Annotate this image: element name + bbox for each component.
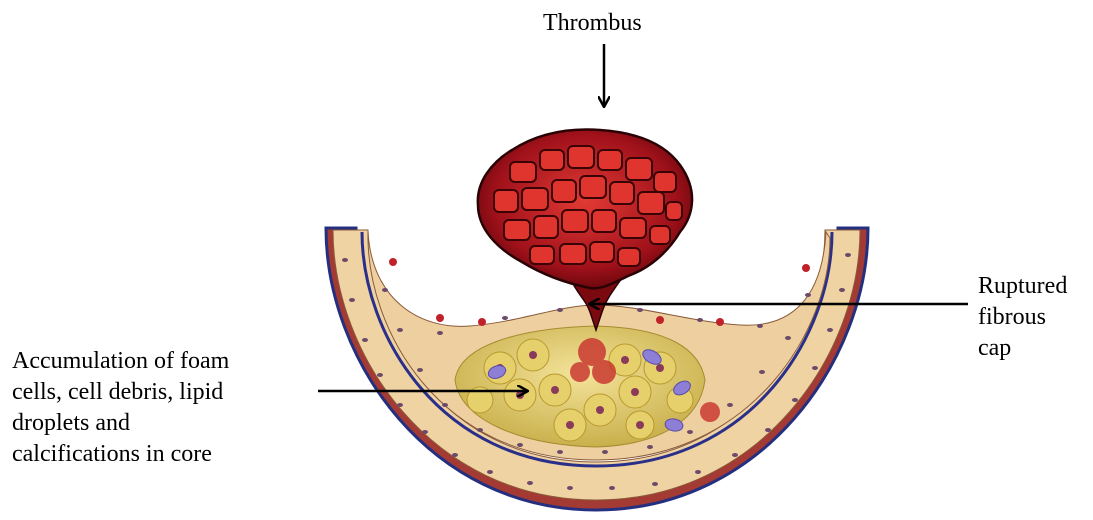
core-label-line: Accumulation of foam: [12, 346, 312, 377]
thrombus-label: Thrombus: [543, 8, 642, 39]
core-accumulation-label: Accumulation of foam cells, cell debris,…: [12, 346, 312, 470]
rupture-label-line: fibrous: [978, 302, 1093, 333]
core-label-line: calcifications in core: [12, 439, 312, 470]
rupture-label-line: cap: [978, 333, 1093, 364]
ruptured-fibrous-cap-label: Ruptured fibrous cap: [978, 271, 1093, 364]
core-label-line: cells, cell debris, lipid: [12, 377, 312, 408]
rupture-label-line: Ruptured: [978, 271, 1093, 302]
core-label-line: droplets and: [12, 408, 312, 439]
